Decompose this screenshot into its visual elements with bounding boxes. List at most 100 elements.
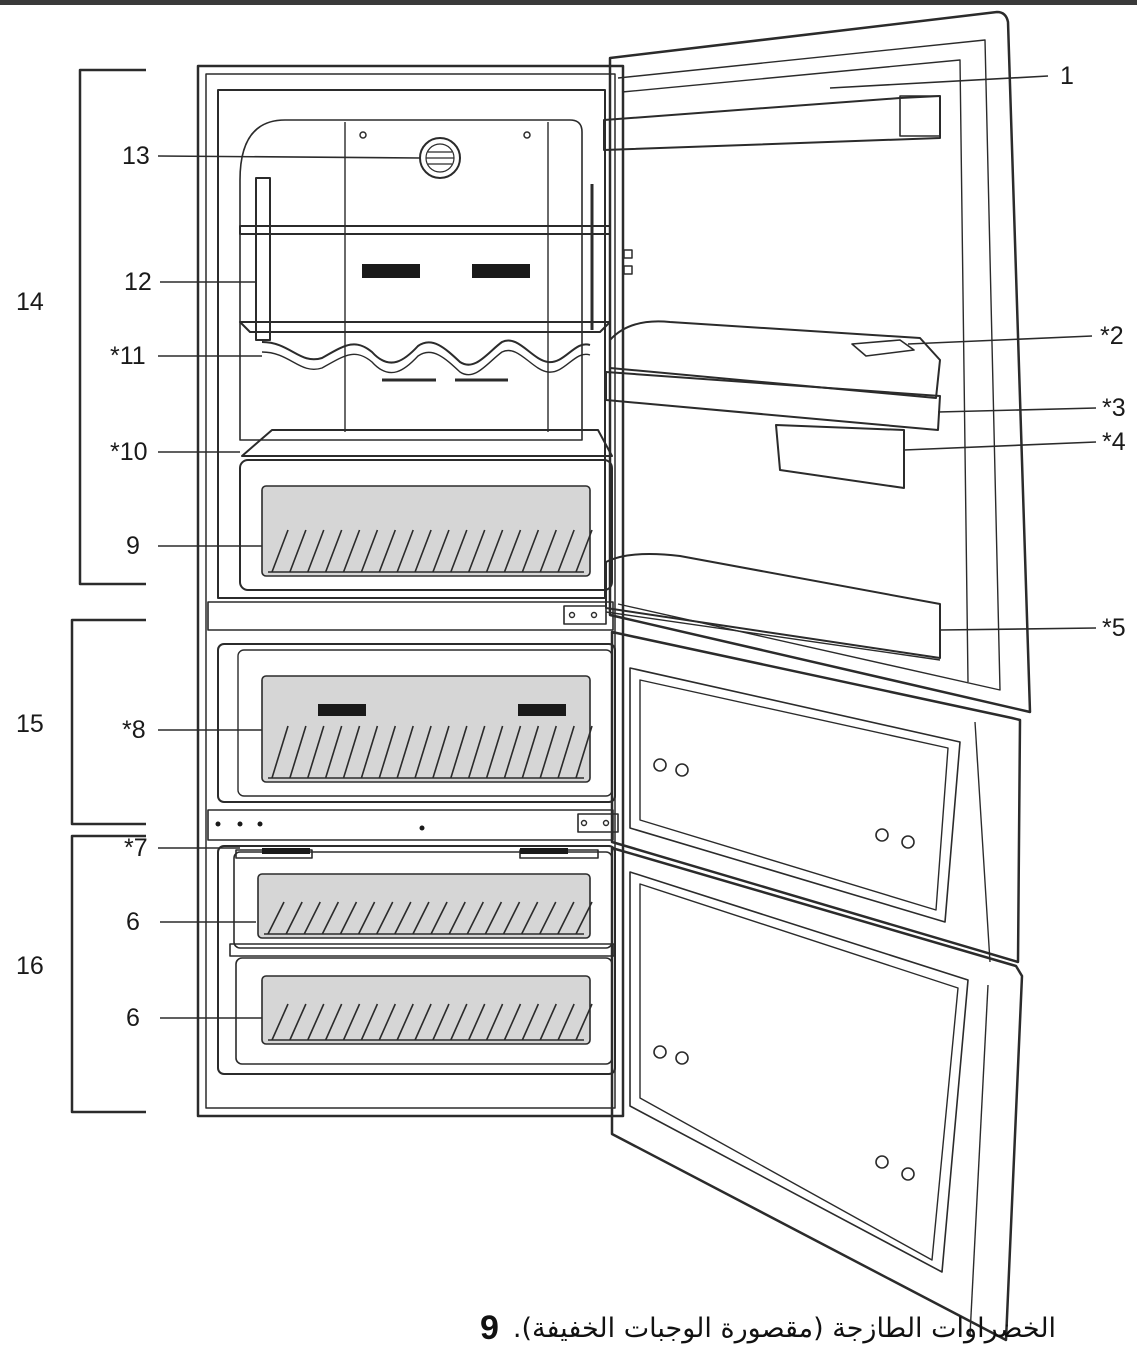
drawer-rib <box>324 529 343 573</box>
drawer-rib <box>557 1003 575 1041</box>
drawer-rib <box>378 725 397 779</box>
chiller-drawer <box>217 643 616 803</box>
drawer-rib <box>539 1003 557 1041</box>
door-bin-small <box>775 424 905 489</box>
label-6-upper: 6 <box>126 908 140 936</box>
drawer-rib <box>485 529 504 573</box>
drawer-rib <box>267 901 285 935</box>
drawer-rib <box>321 901 340 935</box>
drawer-rib <box>450 1003 468 1041</box>
drawer-rib <box>432 1003 450 1041</box>
label-16: 16 <box>16 952 44 980</box>
drawer-rib <box>575 1003 593 1041</box>
drawer-rib <box>339 901 358 935</box>
crisper-drawer <box>239 459 613 591</box>
label-13: 13 <box>122 142 150 170</box>
drawer-rib <box>557 529 575 573</box>
drawer-rib <box>539 901 557 935</box>
drawer-rib <box>503 529 522 573</box>
drawer-rib <box>394 901 412 935</box>
shelf-rail-left <box>255 177 271 341</box>
drawer-rib <box>557 901 575 935</box>
drawer-rib <box>307 725 325 779</box>
top-rule <box>0 0 1137 5</box>
label-10: *10 <box>110 438 148 466</box>
drawer-rib <box>378 529 397 573</box>
freezer-door <box>610 846 1024 1342</box>
drawer-rib <box>432 529 450 573</box>
drawer-rib <box>396 529 414 573</box>
drawer-rib <box>271 1003 289 1041</box>
label-11: *11 <box>110 342 146 370</box>
drawer-rib <box>307 529 325 573</box>
drawer-rib <box>539 725 557 779</box>
caption-text: الخضراوات الطازجة (مقصورة الوجبات الخفيف… <box>512 1312 1057 1344</box>
drawer-rib <box>484 901 503 935</box>
drawer-rib <box>342 725 361 779</box>
drawer-rib <box>289 529 307 573</box>
label-9: 9 <box>126 532 140 560</box>
drawer-rib <box>289 1003 307 1041</box>
middle-door <box>610 630 1022 964</box>
switch-2 <box>623 265 633 275</box>
figure-caption: 9 الخضراوات الطازجة (مقصورة الوجبات الخف… <box>480 1306 1100 1350</box>
drawer-rib <box>271 725 289 779</box>
drawer-rib <box>502 901 521 935</box>
drawer-rib <box>520 901 539 935</box>
label-block-left <box>318 704 366 716</box>
fridge-door <box>608 10 1032 714</box>
door-shelf-rail <box>605 371 941 431</box>
drawer-rib <box>467 529 486 573</box>
glass-shelf-middle <box>239 321 611 333</box>
door-bin-middle <box>609 320 941 399</box>
caption-number: 9 <box>480 1308 499 1347</box>
crisper-cover <box>241 429 613 457</box>
bracket-14 <box>78 68 146 586</box>
drawer-rib <box>342 1003 361 1041</box>
drawer-rib <box>467 725 486 779</box>
hinge-upper <box>563 605 607 625</box>
drawer-rib <box>378 1003 397 1041</box>
drawer-rib <box>396 1003 414 1041</box>
drawer-rib <box>450 529 468 573</box>
label-8: *8 <box>122 716 146 744</box>
drawer-rib <box>503 725 522 779</box>
label-12: 12 <box>124 268 152 296</box>
light-block-right <box>472 264 530 278</box>
egg-cover <box>851 339 915 357</box>
drawer-rib <box>360 529 379 573</box>
drawer-rib <box>521 529 540 573</box>
drawer-rib <box>324 725 343 779</box>
drawer-rib <box>466 901 485 935</box>
label-14: 14 <box>16 288 44 316</box>
drawer-rib <box>360 725 379 779</box>
drawer-rib <box>539 529 557 573</box>
drawer-rib <box>414 725 432 779</box>
drawer-rib <box>414 1003 432 1041</box>
drawer-rib <box>375 901 394 935</box>
label-3: *3 <box>1102 394 1126 422</box>
drawer-rib <box>414 529 432 573</box>
label-5: *5 <box>1102 614 1126 642</box>
drawer-rib <box>521 725 540 779</box>
drawer-rib <box>303 901 321 935</box>
drawer-rib <box>450 725 468 779</box>
switch-1 <box>623 249 633 259</box>
drawer-rib <box>285 901 303 935</box>
crisper-panel-9 <box>261 485 591 577</box>
drawer-rib <box>271 529 289 573</box>
light-block-left <box>362 264 420 278</box>
drawer-rib <box>360 1003 379 1041</box>
drawer-rib <box>503 1003 522 1041</box>
label-15: 15 <box>16 710 44 738</box>
glass-shelf-upper <box>239 225 611 235</box>
drawer-rib <box>575 725 593 779</box>
crisper-panel-8 <box>261 675 591 783</box>
hinge-lower <box>577 813 619 833</box>
drawer-rib <box>357 901 376 935</box>
wine-rack <box>261 339 591 366</box>
drawer-rib <box>432 725 450 779</box>
drawer-rib <box>467 1003 486 1041</box>
label-7: *7 <box>124 834 148 862</box>
